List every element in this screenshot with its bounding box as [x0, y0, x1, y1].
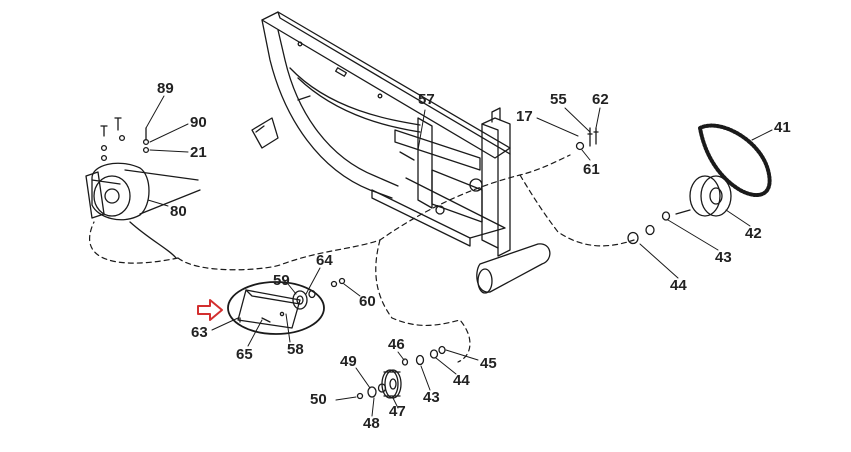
callout-58: 58 [287, 341, 304, 358]
callout-63: 63 [191, 324, 208, 341]
callout-21: 21 [190, 144, 207, 161]
callout-61: 61 [583, 161, 600, 178]
callout-45: 45 [480, 355, 497, 372]
callout-50: 50 [310, 391, 327, 408]
callout-60: 60 [359, 293, 376, 310]
callout-55: 55 [550, 91, 567, 108]
callout-43-right: 43 [715, 249, 732, 266]
callout-90: 90 [190, 114, 207, 131]
callout-89: 89 [157, 80, 174, 97]
main-frame [251, 11, 551, 294]
red-outline-arrow-icon [197, 299, 223, 321]
callout-62: 62 [592, 91, 609, 108]
hardware-bottom [356, 345, 446, 400]
highlight-circle [227, 281, 325, 335]
callout-17: 17 [516, 108, 533, 125]
tensioner-bracket-assembly [237, 277, 346, 329]
callout-44-right: 44 [670, 277, 687, 294]
callout-64: 64 [316, 252, 333, 269]
bolt-set-top-right [575, 127, 599, 151]
callout-43-bottom: 43 [423, 389, 440, 406]
motor-assembly-80 [85, 117, 201, 259]
callout-46: 46 [388, 336, 405, 353]
belt-41 [698, 123, 772, 198]
callout-48: 48 [363, 415, 380, 432]
idler-pulley-47 [381, 369, 402, 399]
leader-lines [145, 95, 773, 417]
callout-44-bottom: 44 [453, 372, 470, 389]
pulley-42 [675, 175, 732, 217]
callout-47: 47 [389, 403, 406, 420]
callout-59: 59 [273, 272, 290, 289]
callout-49: 49 [340, 353, 357, 370]
callout-41: 41 [774, 119, 791, 136]
callout-57: 57 [418, 91, 435, 108]
spacers-right [627, 211, 671, 245]
callout-80: 80 [170, 203, 187, 220]
callout-65: 65 [236, 346, 253, 363]
belt-path-dashed [88, 154, 635, 363]
callout-42: 42 [745, 225, 762, 242]
